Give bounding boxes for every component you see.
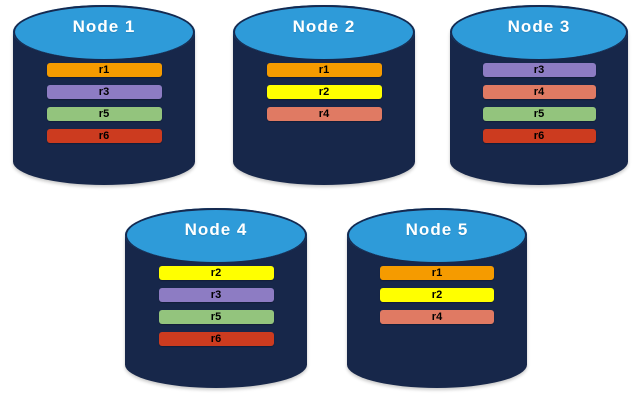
shard-list-node-5: r1 r2 r4 xyxy=(347,266,527,332)
cylinder-top-ellipse xyxy=(450,5,628,59)
shard-bar[interactable]: r1 xyxy=(380,266,494,280)
shard-bar[interactable]: r2 xyxy=(266,85,382,99)
cylinder-top-ellipse xyxy=(13,5,195,59)
shard-bar[interactable]: r6 xyxy=(158,332,274,346)
node-cylinder-4[interactable]: Node 4 r2 r3 r5 r6 xyxy=(125,208,307,388)
shard-bar[interactable]: r1 xyxy=(46,63,162,77)
shard-bar[interactable]: r5 xyxy=(158,310,274,324)
shard-bar[interactable]: r3 xyxy=(482,63,596,77)
shard-list-node-3: r3 r4 r5 r6 xyxy=(450,63,628,151)
shard-bar[interactable]: r2 xyxy=(158,266,274,280)
node-cylinder-3[interactable]: Node 3 r3 r4 r5 r6 xyxy=(450,5,628,185)
cylinder-top-ellipse xyxy=(347,208,527,262)
shard-bar[interactable]: r1 xyxy=(266,63,382,77)
node-label: Node 1 xyxy=(72,17,136,36)
cylinder-top-ellipse xyxy=(233,5,415,59)
shard-bar[interactable]: r4 xyxy=(380,310,494,324)
shard-bar[interactable]: r5 xyxy=(46,107,162,121)
shard-bar[interactable]: r3 xyxy=(158,288,274,302)
node-label: Node 3 xyxy=(507,17,571,36)
shard-list-node-2: r1 r2 r4 xyxy=(233,63,415,129)
shard-list-node-4: r2 r3 r5 r6 xyxy=(125,266,307,354)
node-label: Node 5 xyxy=(405,220,469,239)
shard-bar[interactable]: r4 xyxy=(482,85,596,99)
node-cylinder-5[interactable]: Node 5 r1 r2 r4 xyxy=(347,208,527,388)
cylinder-top-ellipse xyxy=(125,208,307,262)
node-label: Node 4 xyxy=(184,220,248,239)
shard-bar[interactable]: r4 xyxy=(266,107,382,121)
node-cylinder-2[interactable]: Node 2 r1 r2 r4 xyxy=(233,5,415,185)
shard-list-node-1: r1 r3 r5 r6 xyxy=(13,63,195,151)
shard-bar[interactable]: r3 xyxy=(46,85,162,99)
node-cylinder-1[interactable]: Node 1 r1 r3 r5 r6 xyxy=(13,5,195,185)
shard-bar[interactable]: r6 xyxy=(482,129,596,143)
shard-bar[interactable]: r5 xyxy=(482,107,596,121)
node-label: Node 2 xyxy=(292,17,356,36)
shard-bar[interactable]: r6 xyxy=(46,129,162,143)
shard-bar[interactable]: r2 xyxy=(380,288,494,302)
